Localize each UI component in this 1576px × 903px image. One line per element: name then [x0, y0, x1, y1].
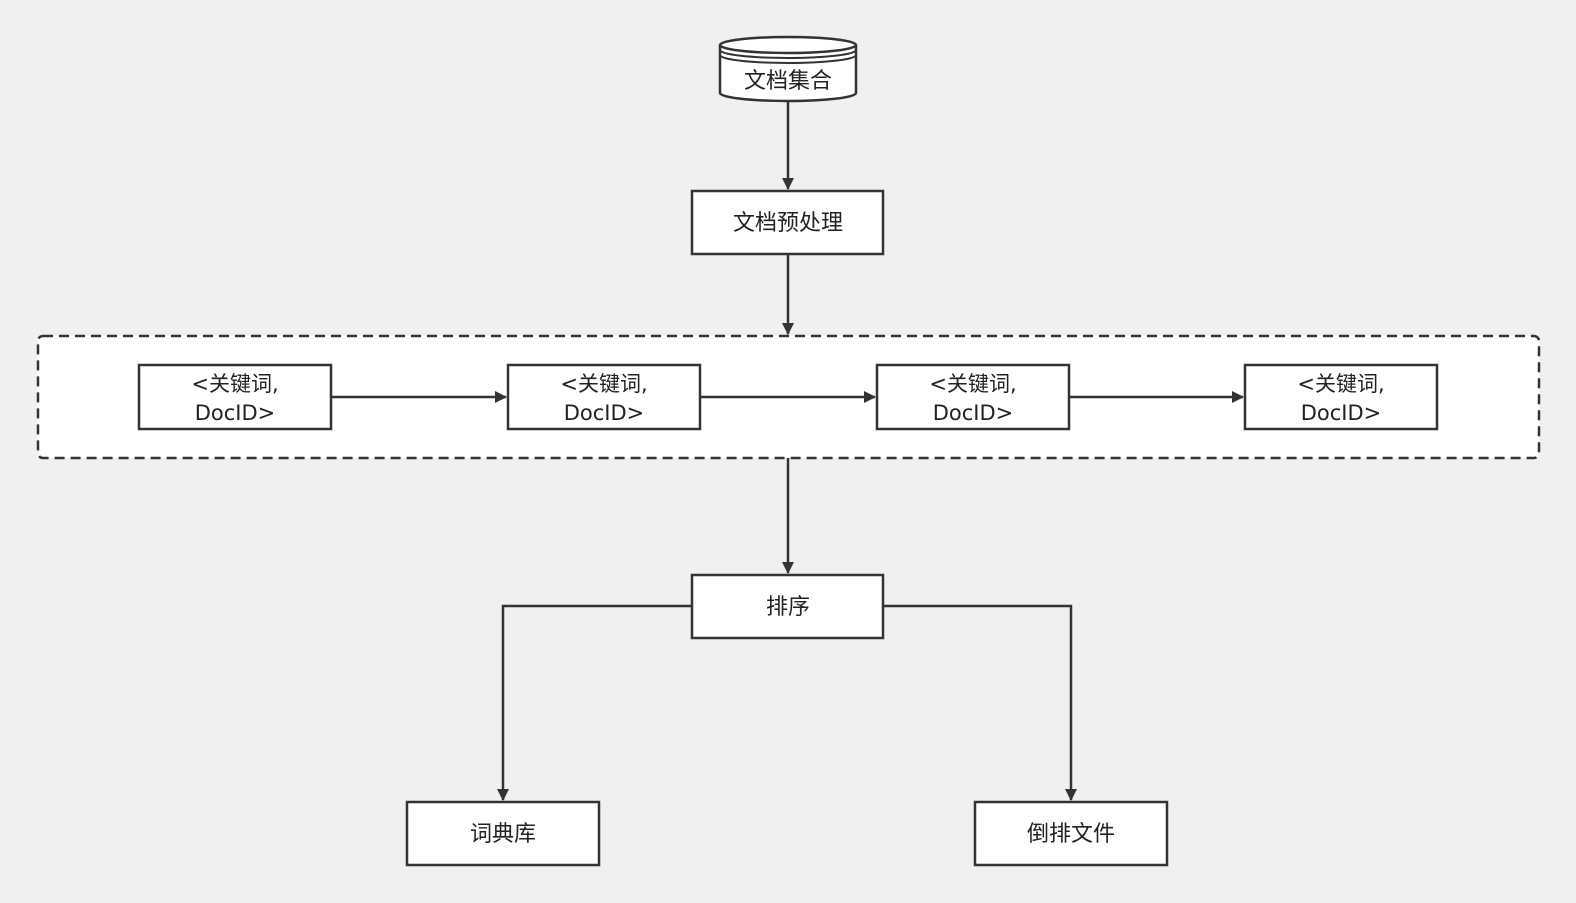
- sort-label: 排序: [766, 595, 810, 620]
- inverted-file-node: 倒排文件: [973, 800, 1169, 867]
- keyword-docid-pair: <关键词, DocID>: [875, 363, 1071, 431]
- dictionary-node: 词典库: [405, 800, 601, 867]
- arrow-sort-to-dictionary: [497, 604, 692, 801]
- keyword-docid-pair: <关键词, DocID>: [1243, 363, 1439, 431]
- pair-line2: DocID>: [195, 401, 276, 425]
- preprocess-node: 文档预处理: [690, 189, 885, 256]
- keyword-docid-pair: <关键词, DocID>: [137, 363, 333, 431]
- pair-line2: DocID>: [933, 401, 1014, 425]
- dictionary-label: 词典库: [470, 822, 536, 847]
- pair-line1: <关键词,: [560, 372, 647, 396]
- pair-line1: <关键词,: [929, 372, 1016, 396]
- sort-node: 排序: [690, 573, 885, 640]
- pair-line1: <关键词,: [191, 372, 278, 396]
- arrow-sort-to-inverted-file: [883, 604, 1077, 801]
- keyword-docid-pair: <关键词, DocID>: [506, 363, 702, 431]
- document-collection-node: 文档集合: [718, 35, 858, 103]
- inverted-file-label: 倒排文件: [1027, 822, 1115, 847]
- pair-line2: DocID>: [1301, 401, 1382, 425]
- pair-line2: DocID>: [564, 401, 645, 425]
- document-collection-label: 文档集合: [744, 69, 832, 94]
- pair-line1: <关键词,: [1297, 372, 1384, 396]
- preprocess-label: 文档预处理: [733, 211, 843, 236]
